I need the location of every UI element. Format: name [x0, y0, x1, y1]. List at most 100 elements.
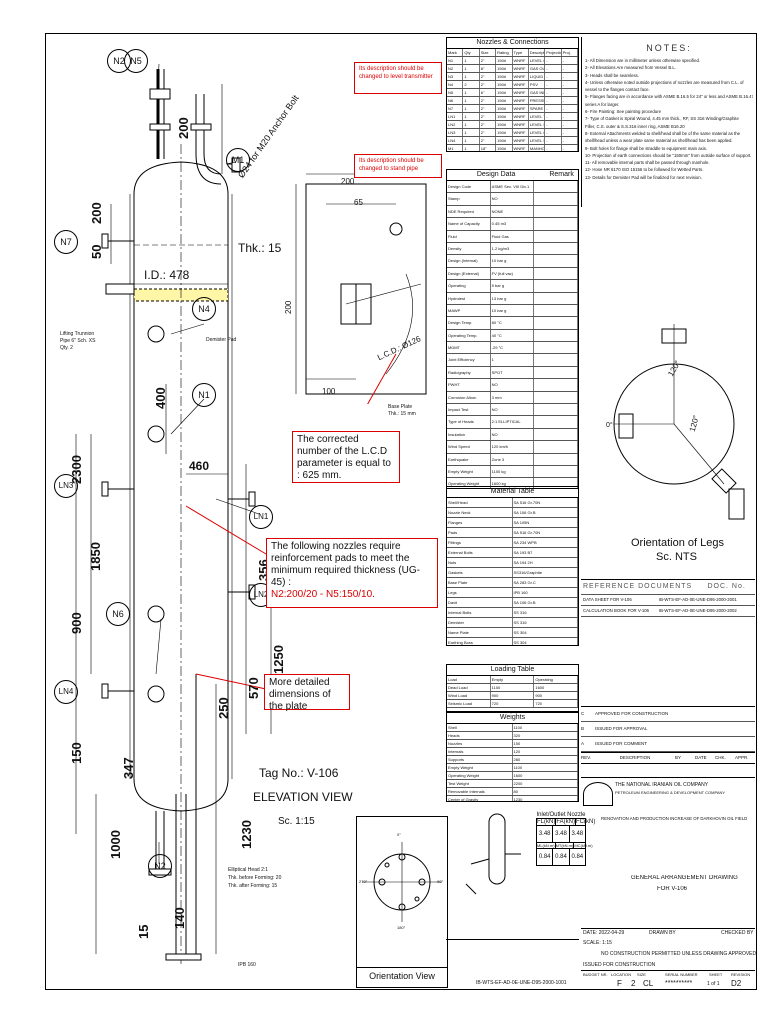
nozzle-cell: LEVEL SWITCH: [529, 137, 546, 144]
design-cell: PWHT: [447, 379, 491, 391]
design-cell: [534, 280, 578, 292]
weight-cell: Center of Gravity: [447, 796, 513, 801]
nozzle-tag-n5: N5: [124, 49, 148, 73]
demister-label: Demister Pad: [206, 337, 237, 343]
nozzle-cell: LN3: [447, 129, 464, 136]
nozzle-cell: 1: [463, 145, 480, 151]
fa-header: FA(kN): [556, 819, 577, 825]
design-cell: SPOT: [491, 366, 535, 379]
design-cell: Stamp: [447, 193, 491, 205]
dim-1000: 1000: [108, 830, 123, 859]
design-cell: Wind Speed: [447, 441, 491, 453]
material-cell: Pads: [447, 528, 513, 537]
nozzle-cell: 2": [480, 105, 497, 112]
reinforcement-nozzles: N2:200/20 - N5:150/10.: [271, 589, 375, 600]
nozzle-cell: WNRF: [513, 89, 529, 96]
design-cell: Density: [447, 242, 491, 255]
nozzle-cell: GAS OUTLET: [529, 65, 546, 72]
design-cell: -29 °C: [491, 342, 535, 354]
design-cell: Corrosion Allow.: [447, 391, 491, 404]
note-line: 12- Hose NR 6170 ISO 15156 to be followe…: [585, 167, 704, 173]
nozzle-cell: LN4: [447, 137, 464, 144]
nozzle-cell: 6": [480, 89, 497, 96]
nozzle-cell: 150#: [496, 137, 513, 144]
dim-50: 50: [89, 244, 104, 259]
nozzle-cell: LEVEL GAUGE: [529, 129, 546, 136]
note-line: 10- Projection of earth connections shou…: [585, 152, 752, 158]
design-cell: 1.2 kg/m3: [491, 242, 535, 255]
inlet-outlet-head1: FL(kN) FA(kN) FC(kN): [536, 818, 595, 826]
material-table-title: Material Table: [447, 487, 578, 498]
nozzle-table-title: Nozzles & Connections: [447, 38, 578, 49]
revision-letter: B: [581, 726, 585, 731]
weight-cell: 1100: [513, 764, 578, 771]
company-logo: [583, 782, 613, 806]
loading-cell: Wind Load: [447, 692, 491, 699]
design-cell: Empty Weight: [447, 465, 491, 478]
design-cell: [534, 304, 578, 317]
nozzle-cell: -: [562, 73, 578, 80]
revision-letter: A: [581, 741, 585, 746]
nozzle-header-cell: Qty: [463, 49, 480, 56]
nozzle-cell: -: [562, 105, 578, 112]
drawing-sheet: N2 N5 M1 N7 N4 N1 LN1 LN2 LN3 N6 LN4 N2 …: [45, 33, 757, 990]
design-cell: Impact Test: [447, 404, 491, 416]
dim-2300: 2300: [69, 455, 84, 484]
nozzle-cell: 150#: [496, 57, 513, 64]
design-cell: 5 bar g: [491, 280, 535, 292]
revision-number: D2: [731, 979, 742, 988]
dim-150: 150: [69, 742, 84, 764]
org-name: PETROLEUM ENGINEERING & DEVELOPMENT COMP…: [615, 790, 726, 795]
nozzle-cell: 2": [480, 129, 497, 136]
orientation-view-drawing: [362, 842, 442, 922]
weight-cell: 150: [513, 740, 578, 747]
weight-cell: Internals: [447, 748, 513, 755]
title-block: THE NATIONAL IRANIAN OIL COMPANY PETROLE…: [581, 777, 756, 990]
note-line: 2- All Elevations Are measured from Vess…: [585, 65, 676, 71]
nozzle-cell: 1: [463, 121, 480, 128]
revision-description: ISSUED FOR APPROVAL: [595, 726, 648, 731]
loading-cell: Dead Load: [447, 684, 491, 691]
design-cell: NDE Required: [447, 205, 491, 218]
weight-cell: Test Weight: [447, 780, 513, 787]
mc-header: MC(kN.m): [574, 843, 593, 848]
loading-cell: Seismic Load: [447, 700, 491, 707]
nozzle-cell: -: [545, 57, 562, 64]
nozzle-tag-m1: M1: [226, 148, 250, 172]
weight-cell: 120: [513, 748, 578, 755]
reinforcement-text: The following nozzles require reinforcem…: [271, 541, 420, 588]
revision-description: ISSUED FOR COMMENT: [595, 741, 648, 746]
dim-347: 347: [121, 757, 136, 779]
reference-documents: REFERENCE DOCUMENTS DOC. No. DATA SHEET …: [581, 579, 755, 617]
nozzle-cell: N6: [447, 97, 464, 104]
nozzle-cell: 18": [480, 145, 497, 151]
nozzle-cell: GAS INLET: [529, 89, 546, 96]
appr-col: APPR.: [735, 755, 749, 760]
note-line: 9- Bolt holes for flange shall be stradd…: [585, 145, 708, 151]
material-cell: Davit: [447, 598, 513, 607]
design-cell: Hydrotest: [447, 292, 491, 304]
nozzle-tag-n6: N6: [106, 602, 130, 626]
nozzle-cell: N4: [447, 81, 464, 88]
design-cell: [534, 453, 578, 465]
